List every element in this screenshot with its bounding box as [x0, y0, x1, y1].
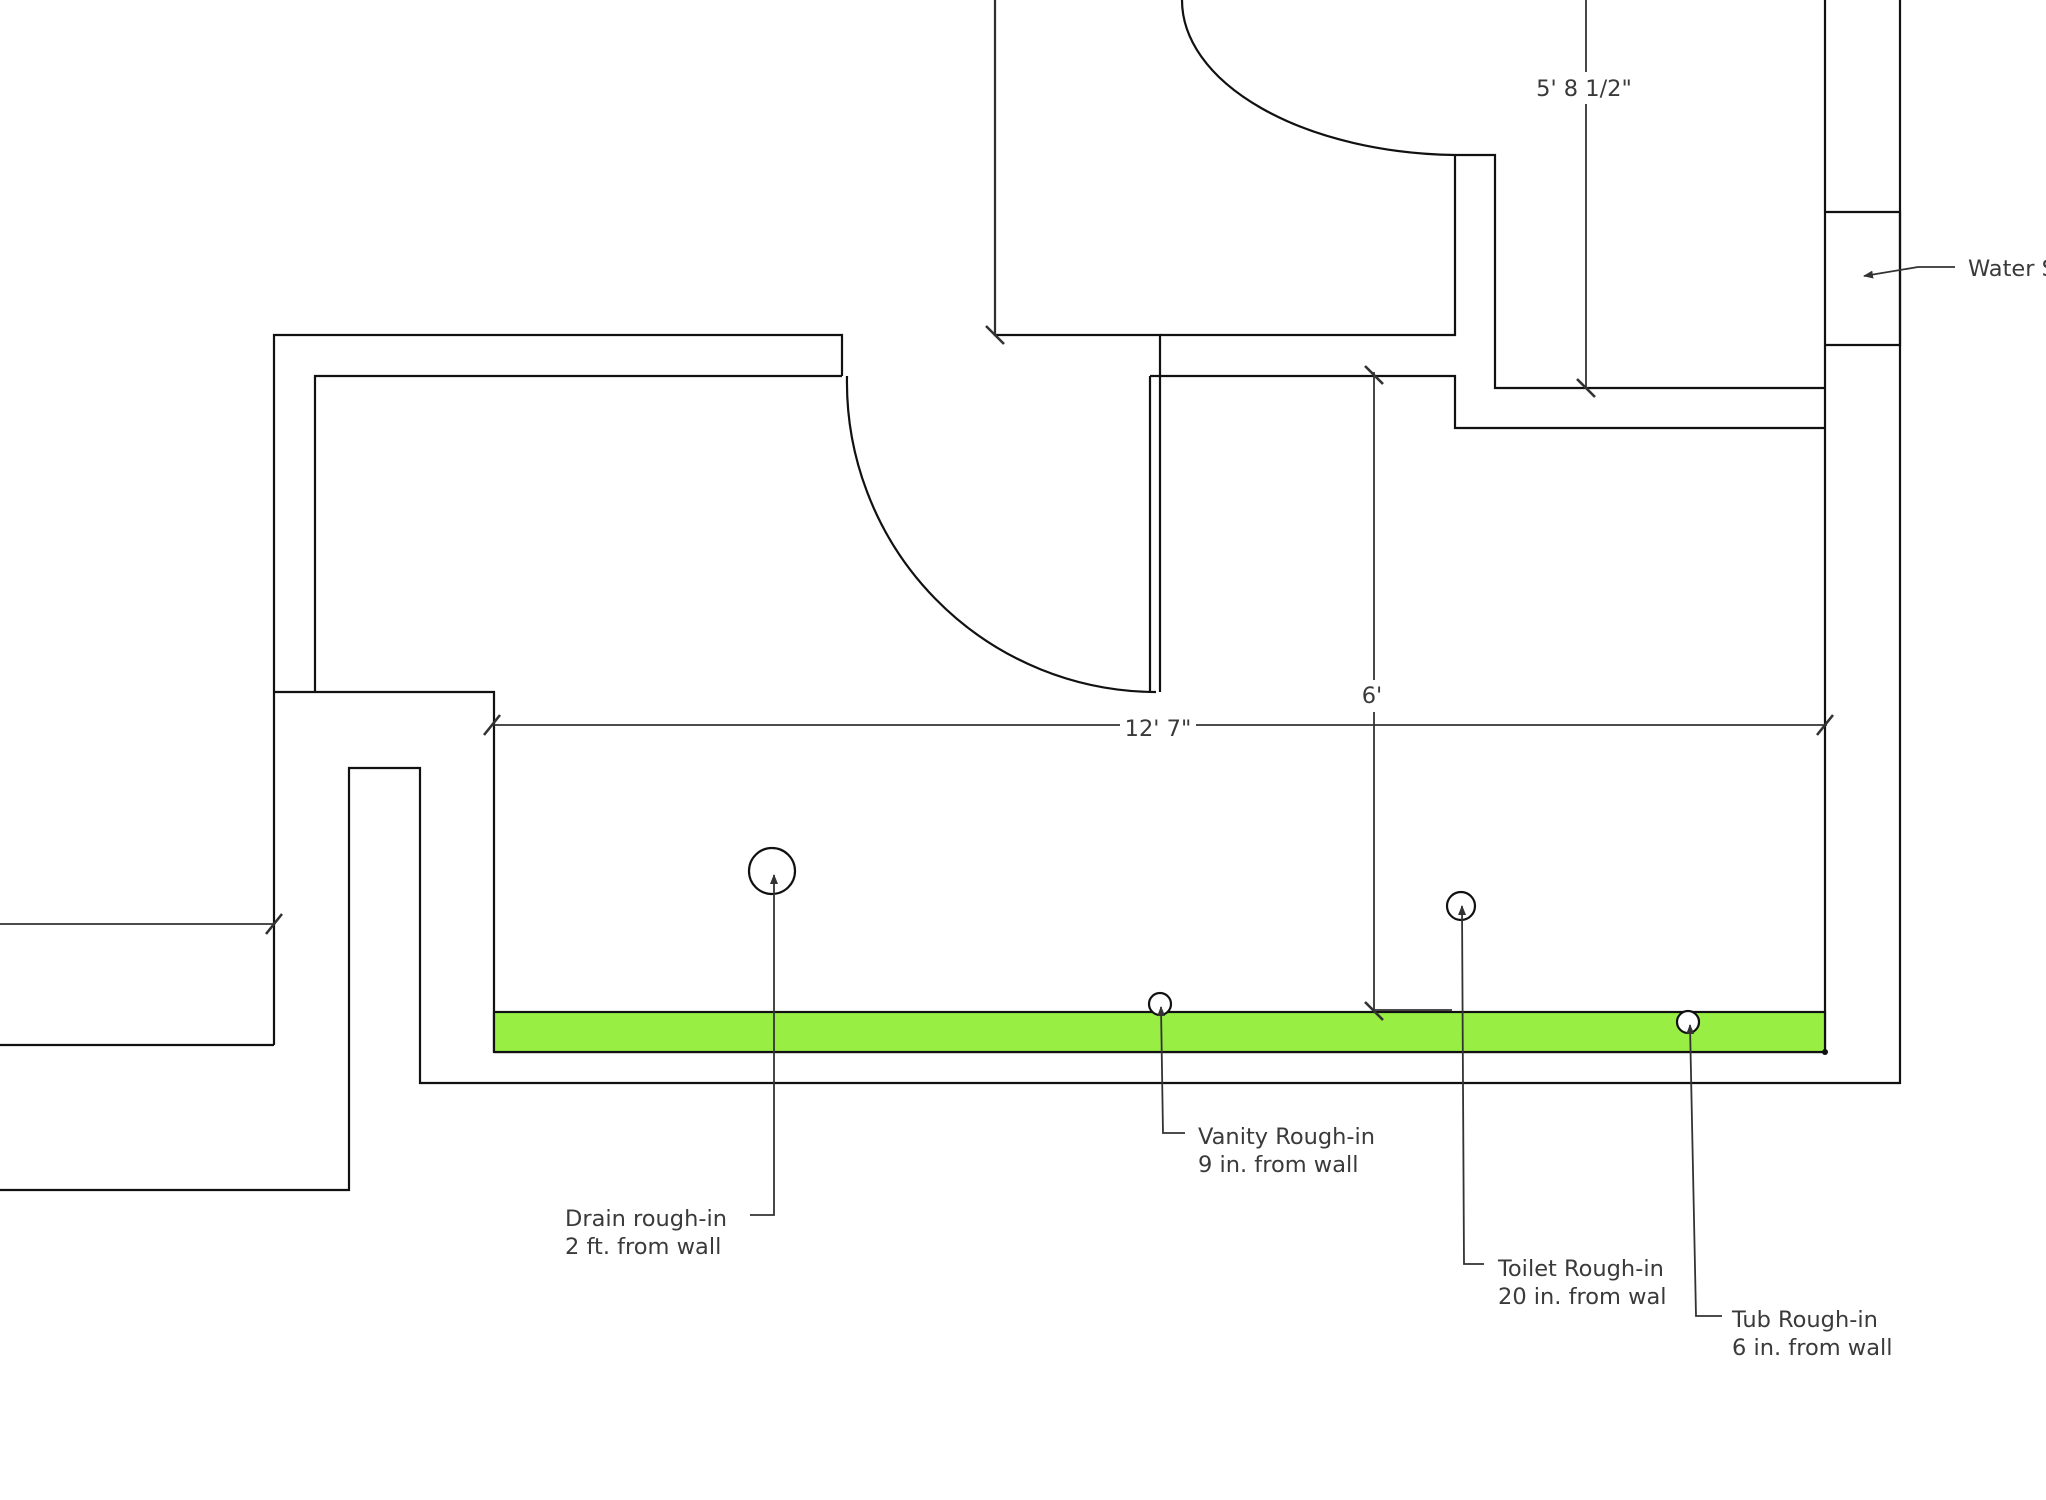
bathroom-west-wall — [274, 690, 496, 1052]
doors — [845, 0, 1456, 694]
dimension-lines — [0, 0, 1835, 1021]
toilet-label-line1: Toilet Rough-in — [1497, 1256, 1664, 1282]
drain-rough-in-marker — [747, 846, 797, 896]
left-room-outer-wall — [272, 333, 844, 1045]
dimension-labels: 12' 7" 6' 5' 8 1/2" — [1120, 75, 1636, 743]
left-hall-dimension-tick — [264, 913, 284, 935]
left-room-inner-wall — [313, 374, 842, 692]
depth-dimension-tick-top — [1364, 365, 1384, 385]
bathroom-door-swing — [845, 375, 1157, 694]
callout-labels: Drain rough-in 2 ft. from wall Vanity Ro… — [565, 256, 2046, 1361]
room-depth-label: 6' — [1362, 683, 1383, 709]
closet-wall — [1455, 153, 1825, 390]
vanity-label-line2: 9 in. from wall — [1198, 1152, 1359, 1178]
bathroom-north-wall — [1148, 374, 1825, 692]
hall-dimension-tick-bottom — [1576, 378, 1596, 398]
toilet-label-line2: 20 in. from wal — [1498, 1284, 1667, 1310]
hall-west-wall — [993, 0, 1162, 692]
tub-rough-in-marker — [1675, 1009, 1701, 1035]
width-dimension-tick-left — [482, 714, 502, 736]
hall-depth-label: 5' 8 1/2" — [1536, 76, 1632, 102]
vanity-label-line1: Vanity Rough-in — [1198, 1124, 1375, 1150]
tub-label-line1: Tub Rough-in — [1731, 1307, 1878, 1333]
tub-label-line2: 6 in. from wall — [1732, 1335, 1893, 1361]
wet-wall-highlight — [492, 1010, 1827, 1054]
lower-left-corridor-wall — [0, 0, 1902, 1192]
drain-leader — [750, 874, 778, 1216]
door-dimension-tick — [985, 325, 1005, 345]
leaders — [750, 266, 1955, 1317]
dimension-label-backdrop — [1357, 682, 1387, 710]
hall-door-swing — [1180, 0, 1456, 157]
depth-dimension-tick-bottom — [1364, 1001, 1384, 1021]
drain-label-line2: 2 ft. from wall — [565, 1234, 721, 1260]
vanity-rough-in-marker — [1147, 991, 1173, 1017]
vanity-leader — [1157, 1006, 1185, 1134]
toilet-rough-in-marker — [1445, 890, 1477, 922]
room-width-label: 12' 7" — [1125, 716, 1192, 742]
water-supply-label: Water S — [1968, 256, 2046, 282]
width-dimension-tick-right — [1815, 714, 1835, 736]
water-supply-leader — [1863, 266, 1955, 279]
water-supply-box — [1825, 210, 1902, 347]
tub-leader — [1686, 1024, 1722, 1317]
hall-partition-wall — [1160, 155, 1457, 337]
corner-point-marker — [1822, 1049, 1828, 1055]
toilet-leader — [1458, 905, 1484, 1265]
drain-label-line1: Drain rough-in — [565, 1206, 727, 1232]
dimension-label-backdrop — [1120, 715, 1196, 743]
dimension-label-backdrop — [1532, 75, 1636, 103]
